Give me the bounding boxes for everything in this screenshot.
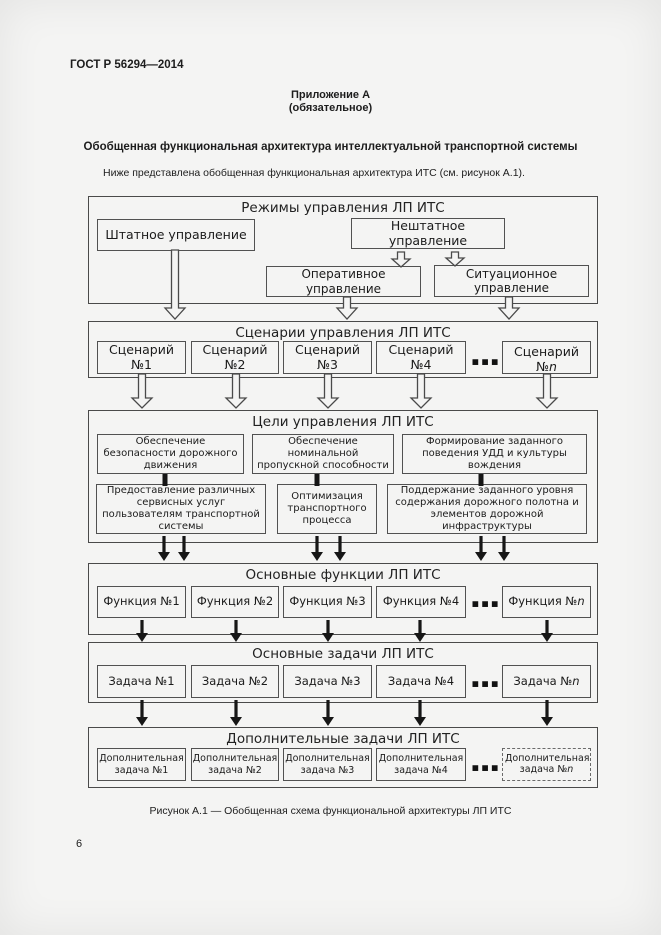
addtask-box-2: Дополнительная задача №2 bbox=[191, 748, 279, 781]
scenario-box-3: Сценарий №3 bbox=[283, 341, 372, 374]
ellipsis-scenarios: ■ ■ ■ bbox=[471, 357, 499, 366]
arrow-tasks-addtasks-2 bbox=[230, 700, 242, 726]
functions-title: Основные функции ЛП ИТС bbox=[245, 567, 441, 583]
appendix-note: (обязательное) bbox=[288, 102, 373, 114]
scenarios-section: Сценарии управления ЛП ИТС Сценарий №1 С… bbox=[88, 321, 598, 378]
intro-text: Ниже представлена обобщенная функциональ… bbox=[103, 167, 525, 179]
addtask-box-n: Дополнительная задача №n bbox=[502, 748, 591, 781]
arrow-tasks-addtasks-n bbox=[541, 700, 553, 726]
addtask-box-3: Дополнительная задача №3 bbox=[283, 748, 372, 781]
tasks-section: Основные задачи ЛП ИТС Задача №1 Задача … bbox=[88, 642, 598, 703]
scenarios-title: Сценарии управления ЛП ИТС bbox=[235, 325, 451, 341]
goal-box-safety: Обеспечение безопасности дорожного движе… bbox=[97, 434, 244, 474]
goals-section: Цели управления ЛП ИТС Обеспечение безоп… bbox=[88, 410, 598, 543]
goal-box-optimization: Оптимизация транспортного процесса bbox=[277, 484, 377, 534]
function-box-3: Функция №3 bbox=[283, 586, 372, 618]
arrow-tasks-addtasks-4 bbox=[414, 700, 426, 726]
scenario-box-4: Сценарий №4 bbox=[376, 341, 466, 374]
goals-title: Цели управления ЛП ИТС bbox=[252, 414, 434, 430]
goal-box-services: Предоставление различных сервисных услуг… bbox=[96, 484, 266, 534]
appendix-label: Приложение А bbox=[290, 89, 371, 101]
figure-caption: Рисунок А.1 — Обобщенная схема функциона… bbox=[149, 805, 512, 817]
modes-title: Режимы управления ЛП ИТС bbox=[241, 200, 445, 216]
ellipsis-tasks: ■ ■ ■ bbox=[471, 679, 499, 688]
addtask-box-1: Дополнительная задача №1 bbox=[97, 748, 186, 781]
arrow-scenario1-to-goals bbox=[130, 373, 154, 409]
scenario-n-prefix: Сценарий № bbox=[514, 344, 579, 374]
task-box-2: Задача №2 bbox=[191, 665, 279, 698]
scenario-box-2: Сценарий №2 bbox=[191, 341, 279, 374]
box-emergency-control: Нештатное управление bbox=[351, 218, 505, 249]
arrow-tasks-addtasks-3 bbox=[322, 700, 334, 726]
function-n-prefix: Функция № bbox=[508, 594, 578, 609]
arrow-tasks-addtasks-1 bbox=[136, 700, 148, 726]
box-normal-control: Штатное управление bbox=[97, 219, 255, 251]
arrow-scenario2-to-goals bbox=[224, 373, 248, 409]
addtasks-section: Дополнительные задачи ЛП ИТС Дополнитель… bbox=[88, 727, 598, 788]
scenario-n-var: n bbox=[549, 358, 557, 374]
box-situational-control: Ситуационное управление bbox=[434, 265, 589, 297]
tasks-title: Основные задачи ЛП ИТС bbox=[252, 646, 434, 662]
scenario-box-n: Сценарий №n bbox=[502, 341, 591, 374]
addtask-n-var: n bbox=[567, 764, 574, 776]
task-n-var: n bbox=[572, 673, 580, 688]
goal-box-capacity: Обеспечение номинальной пропускной спосо… bbox=[252, 434, 394, 474]
scenario-box-1: Сценарий №1 bbox=[97, 341, 186, 374]
addtask-box-4: Дополнительная задача №4 bbox=[376, 748, 466, 781]
arrow-scenario4-to-goals bbox=[409, 373, 433, 409]
addtasks-title: Дополнительные задачи ЛП ИТС bbox=[226, 731, 460, 747]
ellipsis-functions: ■ ■ ■ bbox=[471, 599, 499, 608]
addtask-n-prefix: Дополнительная задача № bbox=[505, 753, 590, 776]
task-box-4: Задача №4 bbox=[376, 665, 466, 698]
task-box-1: Задача №1 bbox=[97, 665, 186, 698]
function-box-4: Функция №4 bbox=[376, 586, 466, 618]
function-box-2: Функция №2 bbox=[191, 586, 279, 618]
task-n-prefix: Задача № bbox=[513, 673, 573, 688]
page-number: 6 bbox=[76, 838, 83, 850]
modes-section: Режимы управления ЛП ИТС Штатное управле… bbox=[88, 196, 598, 304]
arrow-scenarioN-to-goals bbox=[535, 373, 559, 409]
goal-box-behavior: Формирование заданного поведения УДД и к… bbox=[402, 434, 587, 474]
function-box-1: Функция №1 bbox=[97, 586, 186, 618]
section-title: Обобщенная функциональная архитектура ин… bbox=[83, 141, 578, 153]
box-operational-control: Оперативное управление bbox=[266, 266, 421, 297]
doc-number: ГОСТ Р 56294—2014 bbox=[70, 59, 184, 71]
functions-section: Основные функции ЛП ИТС Функция №1 Функц… bbox=[88, 563, 598, 635]
function-n-var: n bbox=[577, 594, 585, 609]
ellipsis-addtasks: ■ ■ ■ bbox=[471, 763, 499, 772]
task-box-3: Задача №3 bbox=[283, 665, 372, 698]
goal-box-maintenance: Поддержание заданного уровня содержания … bbox=[387, 484, 587, 534]
arrow-scenario3-to-goals bbox=[316, 373, 340, 409]
